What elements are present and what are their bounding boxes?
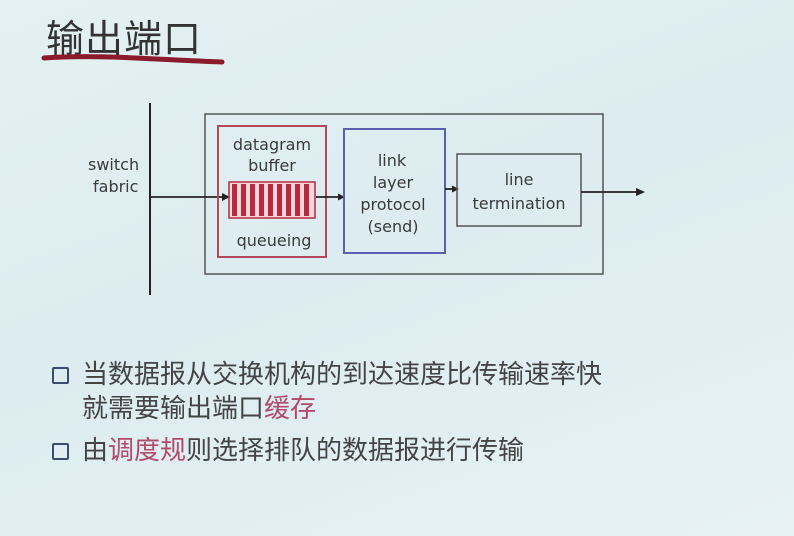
bullet-box-icon: [52, 443, 69, 460]
queue-icon: [228, 181, 316, 219]
link-layer-label-2: layer: [373, 173, 414, 192]
bullet-1-line-2-prefix: 就需要输出端口: [82, 394, 265, 424]
queueing-label: queueing: [237, 231, 312, 250]
bullet-1-highlight: 缓存: [264, 394, 317, 424]
link-layer-label-3: protocol: [360, 195, 425, 214]
line-termination-label-1: line: [505, 170, 534, 189]
arrowhead-icon: [222, 193, 230, 201]
bullet-box-icon: [52, 367, 69, 384]
line-termination-box: [456, 153, 582, 227]
datagram-buffer-box: [217, 125, 327, 258]
bullet-item-2: 由调度规则选择排队的数据报进行传输: [52, 434, 602, 468]
bullet-2-highlight: 调度规: [108, 436, 187, 466]
title-underline: [41, 54, 225, 65]
buffer-label-1: datagram: [233, 135, 311, 154]
bullet-1-line-2: 就需要输出端口缓存: [82, 392, 602, 426]
arrowhead-icon: [338, 193, 345, 201]
bullet-list: 当数据报从交换机构的到达速度比传输速率快 就需要输出端口缓存 由调度规则选择排队…: [52, 358, 602, 476]
bullet-1-line-1: 当数据报从交换机构的到达速度比传输速率快: [82, 360, 603, 390]
arrowhead-icon: [636, 188, 645, 196]
switch-fabric-label-2: fabric: [93, 177, 138, 196]
link-layer-box: [343, 128, 446, 254]
buffer-label-2: buffer: [248, 156, 296, 175]
link-layer-label-4: (send): [368, 217, 419, 236]
link-layer-label-1: link: [378, 151, 407, 170]
bullet-item-1: 当数据报从交换机构的到达速度比传输速率快 就需要输出端口缓存: [52, 358, 602, 426]
bullet-2-line-1: 由调度规则选择排队的数据报进行传输: [82, 434, 602, 468]
bullet-2-prefix: 由: [82, 436, 109, 466]
bullet-2-suffix: 则选择排队的数据报进行传输: [186, 436, 525, 466]
line-termination-label-2: termination: [472, 194, 565, 213]
output-port-box: [204, 113, 604, 275]
arrowhead-icon: [452, 185, 459, 193]
switch-fabric-label-1: switch: [88, 155, 139, 174]
slide-title: 输出端口: [46, 17, 203, 61]
